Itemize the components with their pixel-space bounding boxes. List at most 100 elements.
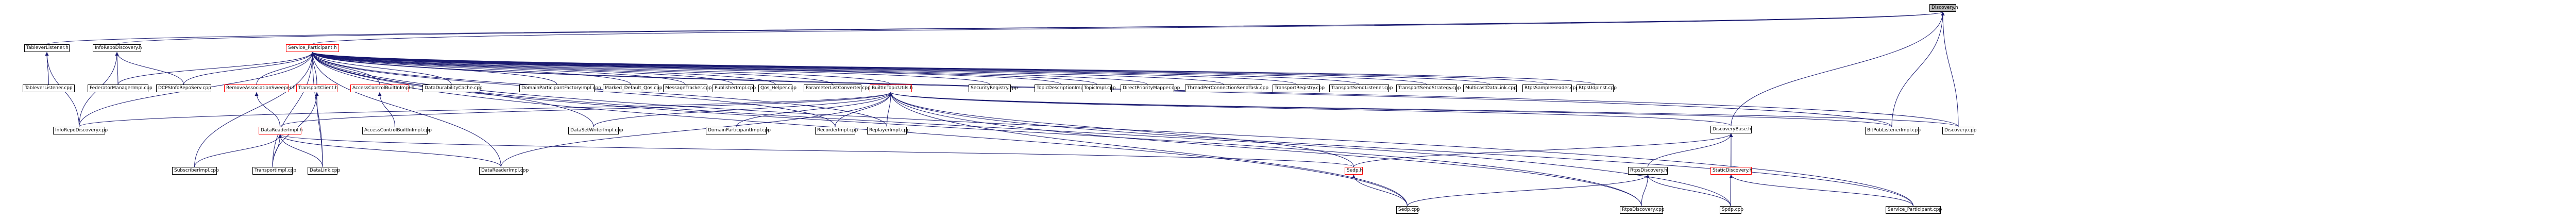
node-marked-default-qos-cpp[interactable]: Marked_Default_Qos.cpp: [603, 84, 663, 92]
edge-sedp_h-to-data_reader_impl_h: [278, 134, 1354, 167]
edge-inforepo_discovery_h-to-discovery_h: [116, 11, 1944, 45]
node-transport-client-h[interactable]: TransportClient.h: [296, 84, 338, 92]
node-domain-participant-impl-cpp[interactable]: DomainParticipantImpl.cpp: [706, 127, 771, 134]
node-transport-registry-cpp[interactable]: TransportRegistry.cpp: [1273, 84, 1325, 92]
edge-sedp_cpp-to-builtin_topic_utils_h: [889, 92, 1408, 207]
edge-tablever_listener_h-to-discovery_h: [46, 11, 1944, 45]
node-inforepo-discovery-h[interactable]: InfoRepoDiscovery.h: [93, 44, 142, 52]
edge-marked_default_qos_cpp-to-service_participant_h: [311, 52, 631, 85]
node-rtps-discovery-h[interactable]: RtpsDiscovery.h: [1628, 167, 1668, 175]
node-multicast-data-link-cpp[interactable]: MulticastDataLink.cpp: [1463, 84, 1517, 92]
node-access-control-builtin-impl-h[interactable]: AccessControlBuiltInImpl.h: [350, 84, 414, 92]
node-direct-priority-mapper-cpp[interactable]: DirectPriorityMapper.cpp: [1121, 84, 1180, 92]
edge-discovery_base_h-to-builtin_topic_utils_h: [889, 92, 1732, 126]
edge-rtps_discovery_cpp-to-service_participant_h: [311, 52, 1642, 207]
edge-service_participant_h-to-discovery_h: [312, 11, 1944, 45]
node-inforepo-discovery-cpp[interactable]: InfoRepoDiscovery.cpp: [53, 127, 108, 134]
node-discovery-h[interactable]: Discovery.h: [1929, 4, 1958, 12]
node-data-reader-impl-cpp[interactable]: DataReaderImpl.cpp: [479, 167, 529, 175]
edge-rtps_udp_inst_cpp-to-service_participant_h: [311, 52, 1596, 85]
node-builtin-topic-utils-h[interactable]: BuiltInTopicUtils.h: [870, 84, 913, 92]
edge-dcps_info_repo_serv_cpp-to-service_participant_h: [183, 52, 314, 85]
node-discovery-cpp[interactable]: Discovery.cpp: [1942, 127, 1976, 134]
node-recorder-impl-cpp[interactable]: RecorderImpl.cpp: [815, 127, 858, 134]
node-transport-send-strategy-cpp[interactable]: TransportSendStrategy.cpp: [1396, 84, 1461, 92]
edge-spdp_cpp-to-service_participant_h: [311, 52, 1731, 207]
edge-sedp_cpp-to-rtps_discovery_h: [1407, 174, 1650, 207]
edge-data_durability_cache_cpp-to-service_participant_h: [311, 52, 452, 85]
edge-federator_manager_impl_cpp-to-inforepo_discovery_h: [115, 52, 119, 85]
node-parameter-list-converter-cpp[interactable]: ParameterListConverter.cpp: [804, 84, 871, 92]
edge-discovery_cpp-to-builtin_topic_utils_h: [889, 92, 1959, 127]
node-sedp-h[interactable]: Sedp.h: [1345, 167, 1363, 175]
node-topic-description-impl-cpp[interactable]: TopicDescriptionImpl.cpp: [1035, 84, 1095, 92]
edge-domain_participant_impl_cpp-to-builtin_topic_utils_h: [736, 92, 893, 127]
edge-rtps_discovery_cpp-to-rtps_discovery_h: [1641, 174, 1650, 207]
edge-sedp_h-to-discovery_base_h: [1353, 133, 1733, 167]
node-data-reader-impl-h[interactable]: DataReaderImpl.h: [259, 127, 303, 134]
edge-dataset_writer_impl_cpp-to-builtin_topic_utils_h: [593, 92, 893, 127]
node-publisher-impl-cpp[interactable]: PublisherImpl.cpp: [713, 84, 756, 92]
edge-topic_impl_cpp-to-service_participant_h: [311, 52, 1097, 85]
node-tablever-listener-cpp[interactable]: TableverListener.cpp: [23, 84, 75, 92]
edge-dcps_info_repo_serv_cpp-to-inforepo_discovery_h: [115, 52, 184, 85]
edge-rtps_discovery_cpp-to-builtin_topic_utils_h: [889, 92, 1642, 207]
edge-thread_per_connection_send_task_cpp-to-service_participant_h: [311, 52, 1224, 85]
node-dcps-info-repo-serv-cpp[interactable]: DCPSInfoRepoServ.cpp: [156, 84, 211, 92]
node-service-participant-cpp[interactable]: Service_Participant.cpp: [1886, 206, 1942, 214]
edge-data_reader_impl_cpp-to-builtin_topic_utils_h: [501, 92, 893, 167]
node-sedp-cpp[interactable]: Sedp.cpp: [1396, 206, 1420, 214]
node-topic-impl-cpp[interactable]: TopicImpl.cpp: [1082, 84, 1116, 92]
edge-discovery_cpp-to-discovery_h: [1941, 11, 1959, 127]
edge-replayer_impl_cpp-to-service_participant_h: [311, 52, 887, 127]
node-dataset-writer-impl-cpp[interactable]: DataSetWriterImpl.cpp: [568, 127, 623, 134]
edge-direct_priority_mapper_cpp-to-service_participant_h: [311, 52, 1148, 85]
node-rtps-udp-inst-cpp[interactable]: RtpsUdpInst.cpp: [1577, 84, 1617, 92]
edge-transport_impl_cpp-to-service_participant_h: [272, 52, 314, 167]
node-replayer-impl-cpp[interactable]: ReplayerImpl.cpp: [867, 127, 910, 134]
edge-parameter_list_converter_cpp-to-service_participant_h: [311, 52, 833, 85]
node-rtps-discovery-cpp[interactable]: RtpsDiscovery.cpp: [1620, 206, 1665, 214]
edge-service_participant_cpp-to-static_discovery_h: [1729, 174, 1913, 207]
edge-security_registry_cpp-to-service_participant_h: [311, 52, 990, 85]
node-data-durability-cache-cpp[interactable]: DataDurabilityCache.cpp: [422, 84, 483, 92]
node-data-link-cpp[interactable]: DataLink.cpp: [308, 167, 340, 175]
edge-builtin_topic_utils_h-to-service_participant_h: [311, 52, 891, 85]
node-spdp-cpp[interactable]: Spdp.cpp: [1720, 206, 1743, 214]
node-rtps-sample-header-cpp[interactable]: RtpsSampleHeader.cpp: [1522, 84, 1579, 92]
edge-sedp_h-to-builtin_topic_utils_h: [889, 92, 1354, 167]
edge-discovery_base_h-to-discovery_h: [1731, 11, 1945, 126]
node-qos-helper-cpp[interactable]: Qos_Helper.cpp: [758, 84, 796, 92]
node-transport-impl-cpp[interactable]: TransportImpl.cpp: [252, 167, 296, 175]
node-domain-participant-factory-impl-cpp[interactable]: DomainParticipantFactoryImpl.cpp: [519, 84, 601, 92]
node-remove-association-sweeper-h[interactable]: RemoveAssociationSweeper.h: [224, 84, 296, 92]
edge-data_reader_impl_h-to-remove_association_sweeper_h: [255, 92, 280, 127]
edge-service_participant_cpp-to-builtin_topic_utils_h: [889, 92, 1913, 207]
edge-transport_impl_cpp-to-data_reader_impl_h: [272, 134, 282, 167]
node-message-tracker-cpp[interactable]: MessageTracker.cpp: [663, 84, 711, 92]
node-access-control-builtin-impl-cpp[interactable]: AccessControlBuiltInImpl.cpp: [362, 127, 432, 134]
node-tablever-listener-h[interactable]: TableverListener.h: [24, 44, 70, 52]
edge-replayer_impl_cpp-to-builtin_topic_utils_h: [887, 92, 893, 127]
node-security-registry-cpp[interactable]: SecurityRegistry.cpp: [969, 84, 1018, 92]
edge-bit_pub_listener_impl_cpp-to-builtin_topic_utils_h: [889, 92, 1892, 127]
edge-remove_association_sweeper_h-to-service_participant_h: [256, 52, 314, 85]
edge-inforepo_discovery_cpp-to-builtin_topic_utils_h: [79, 92, 893, 127]
edge-rtps_discovery_h-to-discovery_base_h: [1648, 133, 1733, 167]
node-federator-manager-impl-cpp[interactable]: FederatorManagerImpl.cpp: [88, 84, 152, 92]
edge-access_control_builtin_impl_h-to-service_participant_h: [311, 52, 380, 85]
node-transport-send-listener-cpp[interactable]: TransportSendListener.cpp: [1329, 84, 1393, 92]
node-bit-pub-listener-impl-cpp[interactable]: BitPubListenerImpl.cpp: [1865, 127, 1921, 134]
node-service-participant-h[interactable]: Service_Participant.h: [286, 44, 339, 52]
node-thread-per-connection-send-task-cpp[interactable]: ThreadPerConnectionSendTask.cpp: [1185, 84, 1268, 92]
node-discovery-base-h[interactable]: DiscoveryBase.h: [1710, 126, 1752, 133]
node-subscriber-impl-cpp[interactable]: SubscriberImpl.cpp: [172, 167, 219, 175]
edge-spdp_cpp-to-rtps_discovery_h: [1646, 174, 1731, 207]
edge-bit_pub_listener_impl_cpp-to-discovery_h: [1891, 11, 1945, 127]
node-static-discovery-h[interactable]: StaticDiscovery.h: [1710, 167, 1752, 175]
edge-data_link_cpp-to-transport_client_h: [315, 92, 323, 167]
edge-multicast_data_link_cpp-to-service_participant_h: [311, 52, 1490, 85]
edge-recorder_impl_cpp-to-builtin_topic_utils_h: [835, 92, 893, 127]
edge-federator_manager_impl_cpp-to-service_participant_h: [117, 52, 314, 85]
